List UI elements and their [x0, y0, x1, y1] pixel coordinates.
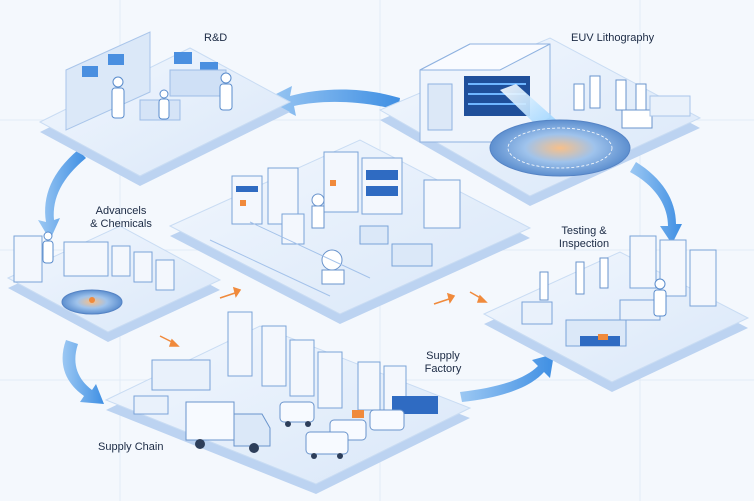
label-advancels-line2: & Chemicals: [90, 218, 152, 230]
label-supply-chain: Supply Chain: [98, 441, 164, 453]
cycle-arrow-icon: [264, 86, 400, 116]
monitor-icon: [82, 66, 98, 77]
server-rack-icon: [629, 235, 717, 307]
van-icon: [279, 401, 405, 455]
platform-testing: [482, 235, 750, 392]
platform-rd: [38, 31, 292, 186]
cycle-arrow-icon: [460, 354, 554, 402]
technician-icon: [653, 278, 667, 317]
label-testing-inspection: Testing & Inspection: [552, 225, 616, 251]
monitor-icon: [108, 54, 124, 65]
label-testing-line1: Testing &: [561, 225, 607, 237]
truck-icon: [185, 401, 271, 453]
cycle-arrow-icon: [630, 162, 682, 244]
label-supply-factory: Supply Factory: [414, 350, 472, 376]
label-testing-line2: Inspection: [558, 238, 610, 250]
platform-supply: [104, 311, 472, 494]
cycle-arrow-icon: [62, 340, 104, 404]
label-euv-lithography: EUV Lithography: [571, 32, 655, 44]
platform-euv: [378, 37, 702, 206]
technician-icon: [42, 231, 54, 264]
euv-machine: [419, 43, 551, 143]
robot-arm-icon: [539, 257, 609, 301]
cycle-arrow-icon: [38, 150, 86, 240]
label-advancels-line1: Advancels: [95, 205, 147, 217]
label-rd: R&D: [204, 32, 228, 44]
cycle-arrows: [38, 86, 682, 404]
platform-central: [168, 139, 532, 324]
platform-advancels: [6, 225, 222, 342]
label-advancels-chemicals: Advancels & Chemicals: [86, 205, 156, 231]
wafer-icon: [489, 119, 631, 177]
monitor-icon: [174, 52, 192, 64]
technician-icon: [111, 72, 233, 120]
orange-flow-arrows: [159, 286, 488, 347]
label-supply-factory-line2: Factory: [424, 363, 462, 375]
label-supply-factory-line1: Supply: [426, 350, 460, 362]
chemical-tank-icon: [13, 235, 175, 291]
robot-arm-icon: [573, 75, 653, 129]
